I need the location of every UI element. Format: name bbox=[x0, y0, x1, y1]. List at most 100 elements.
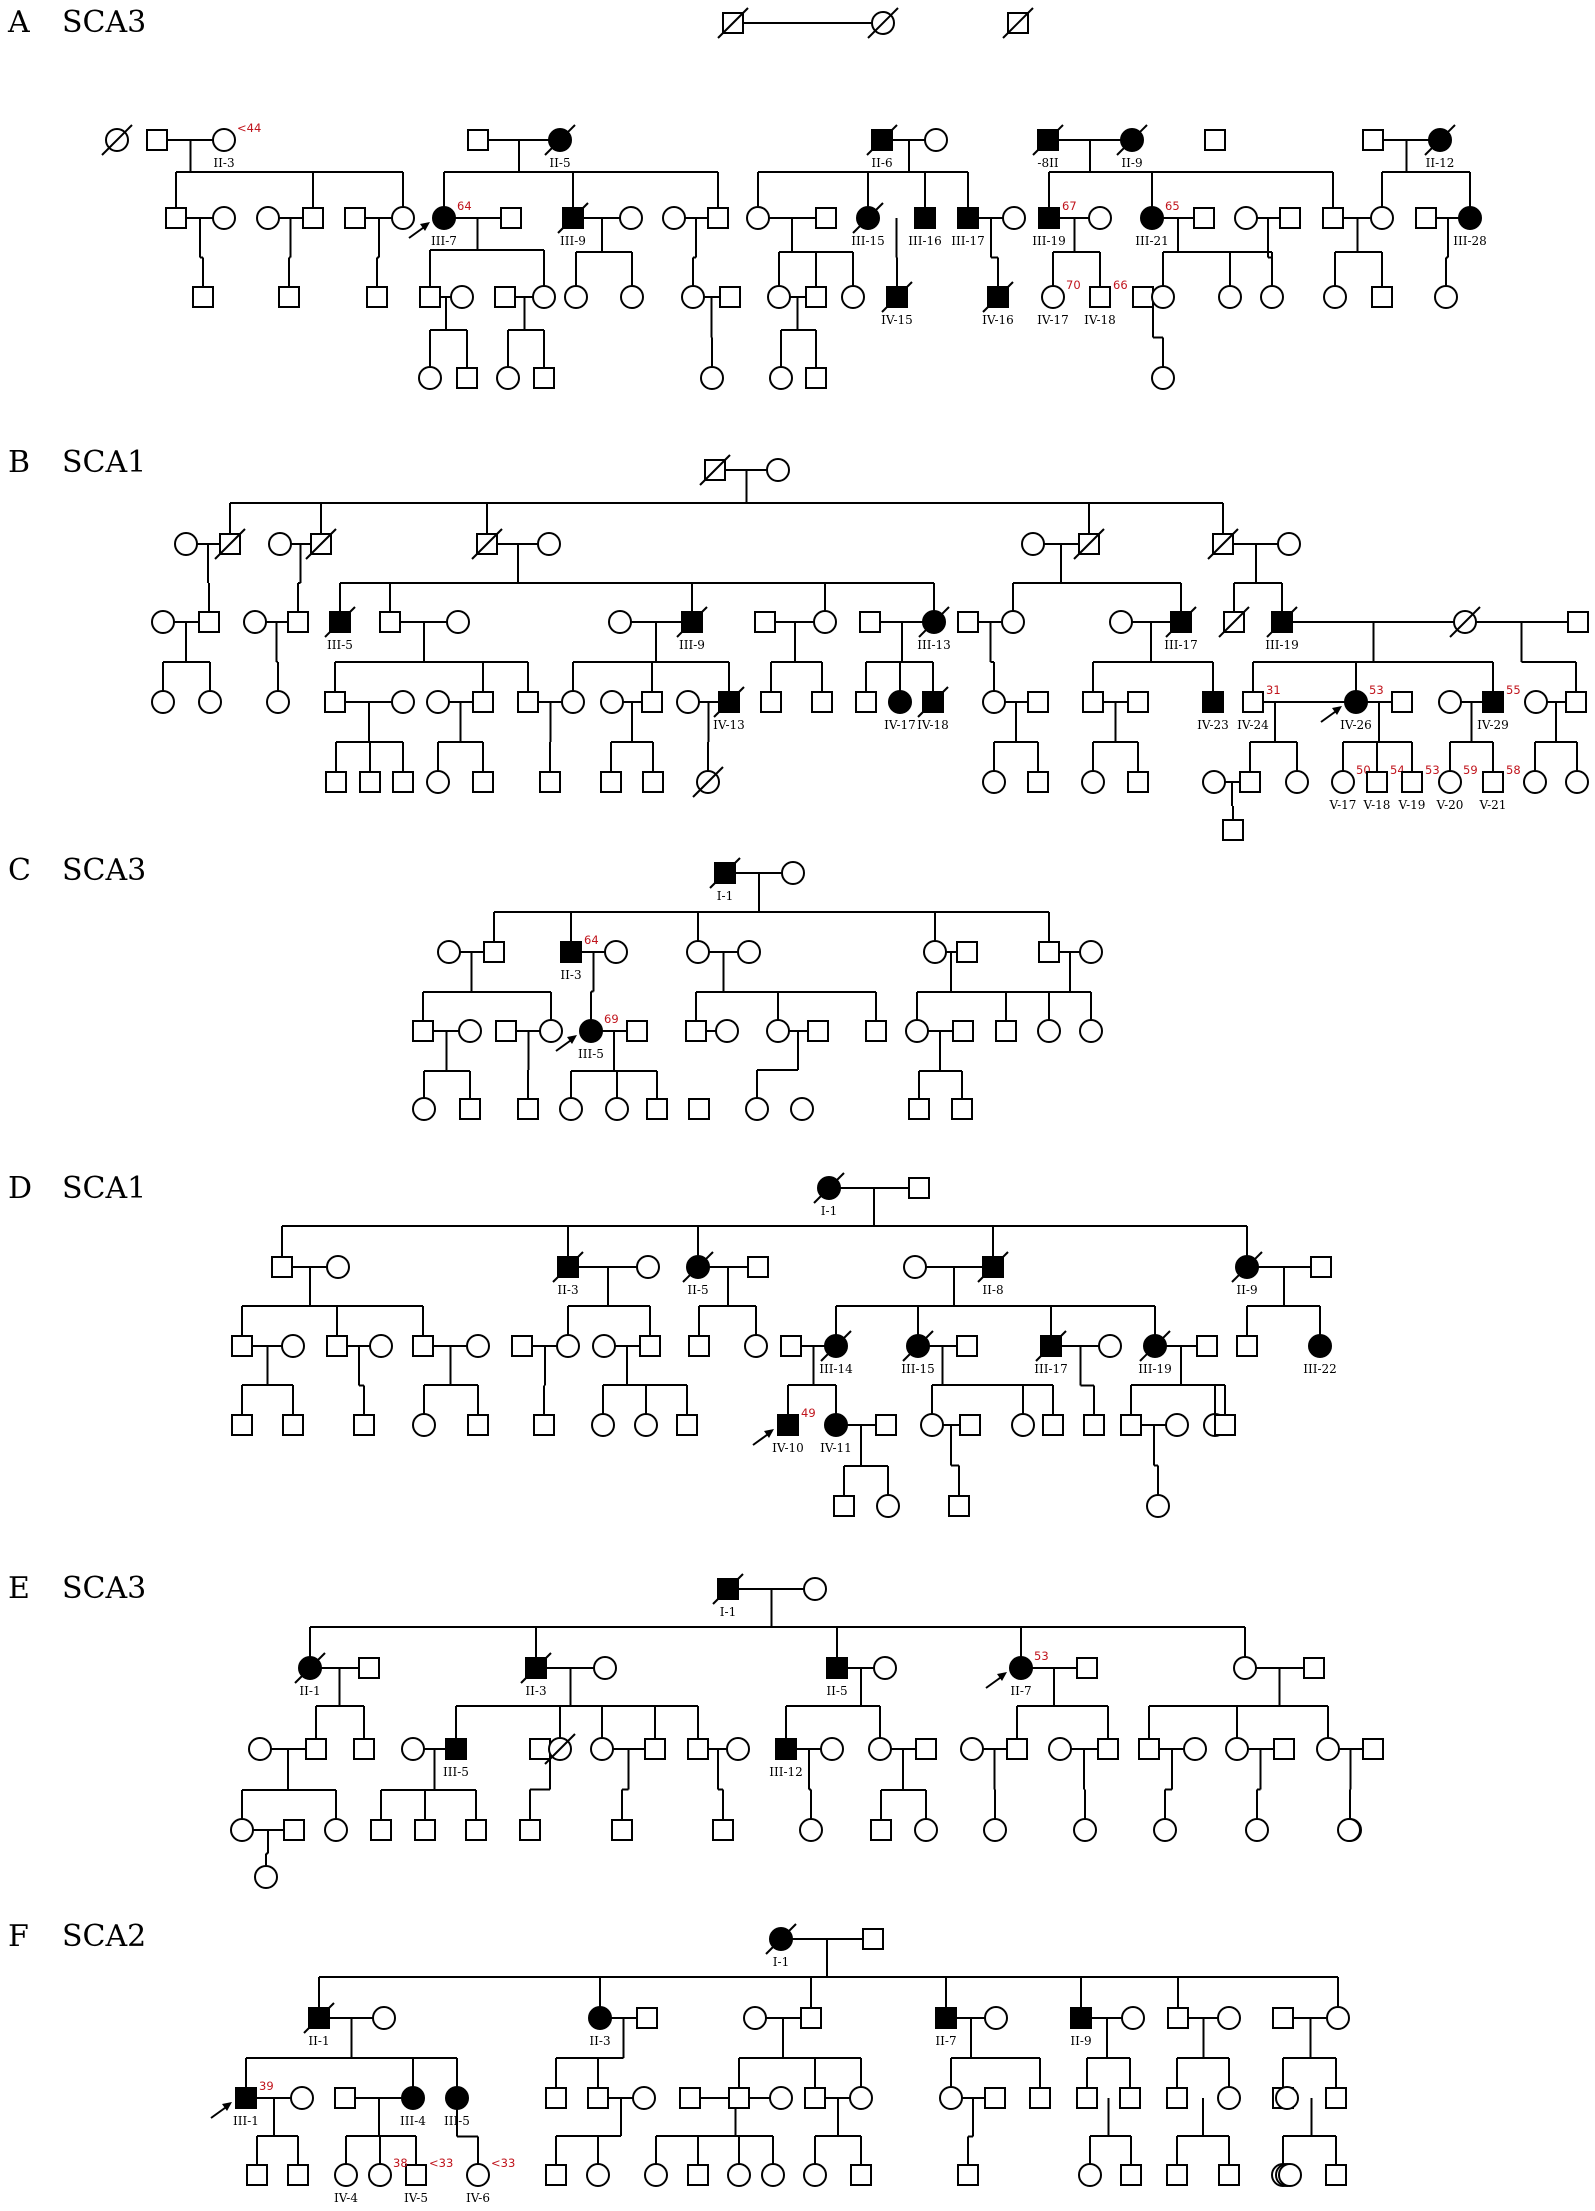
male-unaffected-symbol bbox=[1138, 1738, 1160, 1760]
individual-id-label: III-15 bbox=[851, 234, 885, 248]
individual-id-label: II-9 bbox=[1070, 2034, 1091, 2048]
age-label: 53 bbox=[1369, 683, 1384, 697]
individual-id-label: III-17 bbox=[1034, 1362, 1068, 1376]
male-affected-symbol bbox=[775, 1738, 797, 1760]
female-unaffected-symbol bbox=[636, 1255, 660, 1279]
panel-d-letter: D bbox=[8, 1171, 32, 1206]
individual-id-label: II-3 bbox=[589, 2034, 610, 2048]
female-unaffected-symbol bbox=[586, 2163, 610, 2187]
individual-id-label: II-12 bbox=[1426, 156, 1455, 170]
individual-id-label: IV-13 bbox=[713, 718, 745, 732]
male-affected-symbol bbox=[1038, 207, 1060, 229]
male-unaffected-symbol bbox=[1415, 207, 1437, 229]
female-unaffected-symbol bbox=[868, 1737, 892, 1761]
female-affected-symbol bbox=[588, 2006, 612, 2030]
individual-id-label: II-3 bbox=[557, 1283, 578, 1297]
male-unaffected-symbol bbox=[1236, 1335, 1258, 1357]
female-unaffected-symbol bbox=[1088, 206, 1112, 230]
deceased-slash bbox=[902, 1330, 934, 1362]
male-unaffected-symbol bbox=[1193, 207, 1215, 229]
female-unaffected-symbol bbox=[984, 2006, 1008, 2030]
deceased-slash bbox=[1032, 124, 1064, 156]
male-unaffected-symbol bbox=[1076, 1657, 1098, 1679]
female-unaffected-symbol bbox=[605, 1097, 629, 1121]
female-unaffected-symbol bbox=[982, 770, 1006, 794]
male-unaffected-symbol bbox=[908, 1098, 930, 1120]
female-unaffected-symbol bbox=[1001, 610, 1025, 634]
male-unaffected-symbol bbox=[412, 1020, 434, 1042]
male-unaffected-symbol bbox=[1204, 129, 1226, 151]
individual-id-label: III-15 bbox=[901, 1362, 935, 1376]
male-affected-symbol bbox=[235, 2087, 257, 2109]
female-unaffected-symbol bbox=[766, 458, 790, 482]
deceased-slash bbox=[918, 606, 950, 638]
female-unaffected-symbol bbox=[1370, 206, 1394, 230]
female-affected-symbol bbox=[432, 206, 456, 230]
male-unaffected-symbol bbox=[855, 691, 877, 713]
age-label: <33 bbox=[429, 2156, 453, 2170]
female-unaffected-symbol bbox=[1002, 206, 1026, 230]
male-unaffected-symbol bbox=[519, 1819, 541, 1841]
female-unaffected-symbol bbox=[412, 1413, 436, 1437]
male-unaffected-symbol bbox=[870, 1819, 892, 1841]
male-unaffected-symbol bbox=[1120, 1414, 1142, 1436]
male-unaffected-symbol bbox=[302, 207, 324, 229]
individual-id-label: IV-6 bbox=[466, 2191, 490, 2205]
male-unaffected-symbol bbox=[1196, 1335, 1218, 1357]
male-unaffected-symbol bbox=[1401, 771, 1423, 793]
female-unaffected-symbol bbox=[746, 206, 770, 230]
male-unaffected-symbol bbox=[1239, 771, 1261, 793]
proband-arrowhead bbox=[764, 1429, 774, 1438]
female-affected-symbol bbox=[888, 690, 912, 714]
male-unaffected-symbol bbox=[1325, 2164, 1347, 2186]
male-unaffected-symbol bbox=[1482, 771, 1504, 793]
female-unaffected-symbol bbox=[1323, 285, 1347, 309]
male-unaffected-symbol bbox=[1567, 611, 1589, 633]
male-unaffected-symbol bbox=[1279, 207, 1301, 229]
female-unaffected-symbol bbox=[466, 1334, 490, 1358]
deceased-slash bbox=[1139, 1330, 1171, 1362]
male-unaffected-symbol bbox=[287, 2164, 309, 2186]
deceased-slash bbox=[881, 281, 913, 313]
male-unaffected-symbol bbox=[915, 1738, 937, 1760]
male-unaffected-symbol bbox=[642, 771, 664, 793]
female-unaffected-symbol bbox=[1316, 1737, 1340, 1761]
male-unaffected-symbol bbox=[626, 1020, 648, 1042]
individual-id-label: III-9 bbox=[679, 638, 705, 652]
deceased-slash bbox=[977, 1251, 1009, 1283]
individual-id-label: III-13 bbox=[917, 638, 951, 652]
female-unaffected-symbol bbox=[412, 1097, 436, 1121]
individual-id-label: III-5 bbox=[578, 1047, 604, 1061]
female-unaffected-symbol bbox=[1217, 2086, 1241, 2110]
panel-e-disease: SCA3 bbox=[62, 1571, 146, 1606]
male-unaffected-symbol bbox=[359, 771, 381, 793]
individual-id-label: II-9 bbox=[1236, 1283, 1257, 1297]
female-unaffected-symbol bbox=[1079, 940, 1103, 964]
male-unaffected-symbol bbox=[1371, 286, 1393, 308]
deceased-slash bbox=[713, 686, 745, 718]
female-unaffected-symbol bbox=[1081, 770, 1105, 794]
deceased-slash bbox=[1218, 606, 1250, 638]
male-unaffected-symbol bbox=[636, 2007, 658, 2029]
male-unaffected-symbol bbox=[600, 771, 622, 793]
female-unaffected-symbol bbox=[290, 2086, 314, 2110]
male-unaffected-symbol bbox=[419, 286, 441, 308]
male-unaffected-symbol bbox=[358, 1657, 380, 1679]
male-unaffected-symbol bbox=[1027, 691, 1049, 713]
male-unaffected-symbol bbox=[639, 1335, 661, 1357]
deceased-slash bbox=[917, 686, 949, 718]
male-unaffected-symbol bbox=[908, 1177, 930, 1199]
female-unaffected-symbol bbox=[1011, 1413, 1035, 1437]
female-unaffected-symbol bbox=[726, 1737, 750, 1761]
female-unaffected-symbol bbox=[564, 285, 588, 309]
female-unaffected-symbol bbox=[1021, 532, 1045, 556]
age-label: <33 bbox=[491, 2156, 515, 2170]
male-unaffected-symbol bbox=[511, 1335, 533, 1357]
male-unaffected-symbol bbox=[1083, 1414, 1105, 1436]
female-unaffected-symbol bbox=[781, 861, 805, 885]
male-unaffected-symbol bbox=[467, 129, 489, 151]
individual-id-label: IV-24 bbox=[1237, 718, 1269, 732]
individual-id-label: III-5 bbox=[327, 638, 353, 652]
